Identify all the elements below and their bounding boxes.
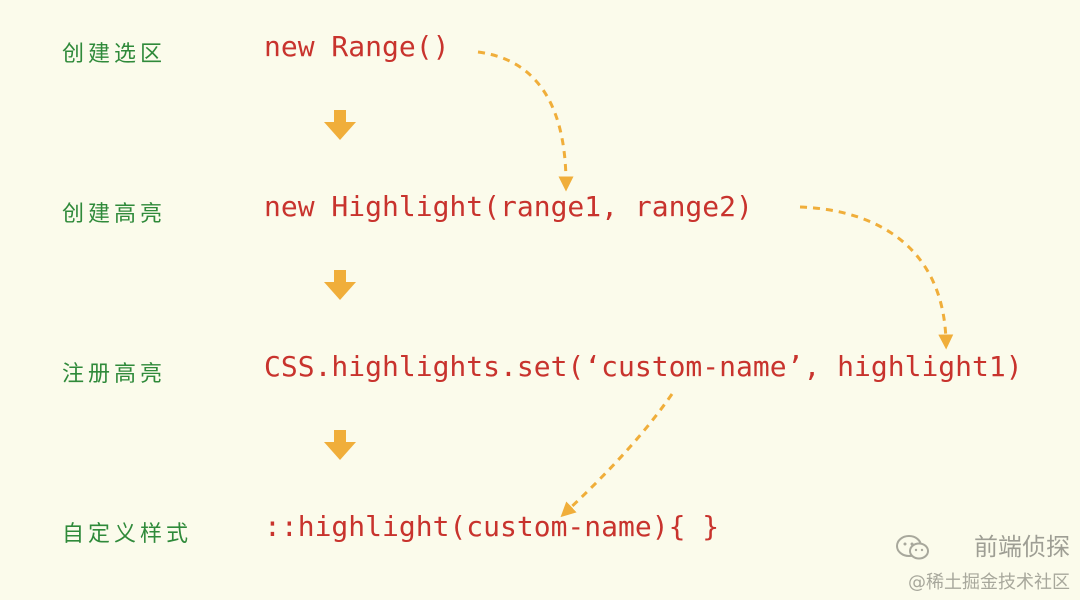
code-new-range: new Range()	[264, 30, 450, 63]
dashed-arrow-name-to-pseudo	[560, 393, 674, 518]
down-arrow-3	[324, 430, 356, 460]
code-new-highlight: new Highlight(range1, range2)	[264, 190, 753, 223]
step-label-custom-style: 自定义样式	[62, 522, 193, 547]
step-label-create-range: 创建选区	[62, 42, 167, 67]
watermark-account: 前端侦探	[974, 533, 1070, 561]
down-arrow-1	[324, 110, 356, 140]
code-highlight-pseudo: ::highlight(custom-name){ }	[264, 510, 720, 543]
down-arrow-2	[324, 270, 356, 300]
step-label-register-highlight: 注册高亮	[62, 362, 167, 387]
dashed-arrow-highlight-to-register	[799, 205, 954, 350]
wechat-icon	[896, 535, 929, 560]
watermark-site: @稀土掘金技术社区	[908, 572, 1070, 593]
code-css-highlights-set: CSS.highlights.set(‘custom-name’, highli…	[264, 350, 1023, 383]
dashed-arrow-range-to-highlight	[477, 50, 574, 192]
step-label-create-highlight: 创建高亮	[62, 202, 167, 227]
